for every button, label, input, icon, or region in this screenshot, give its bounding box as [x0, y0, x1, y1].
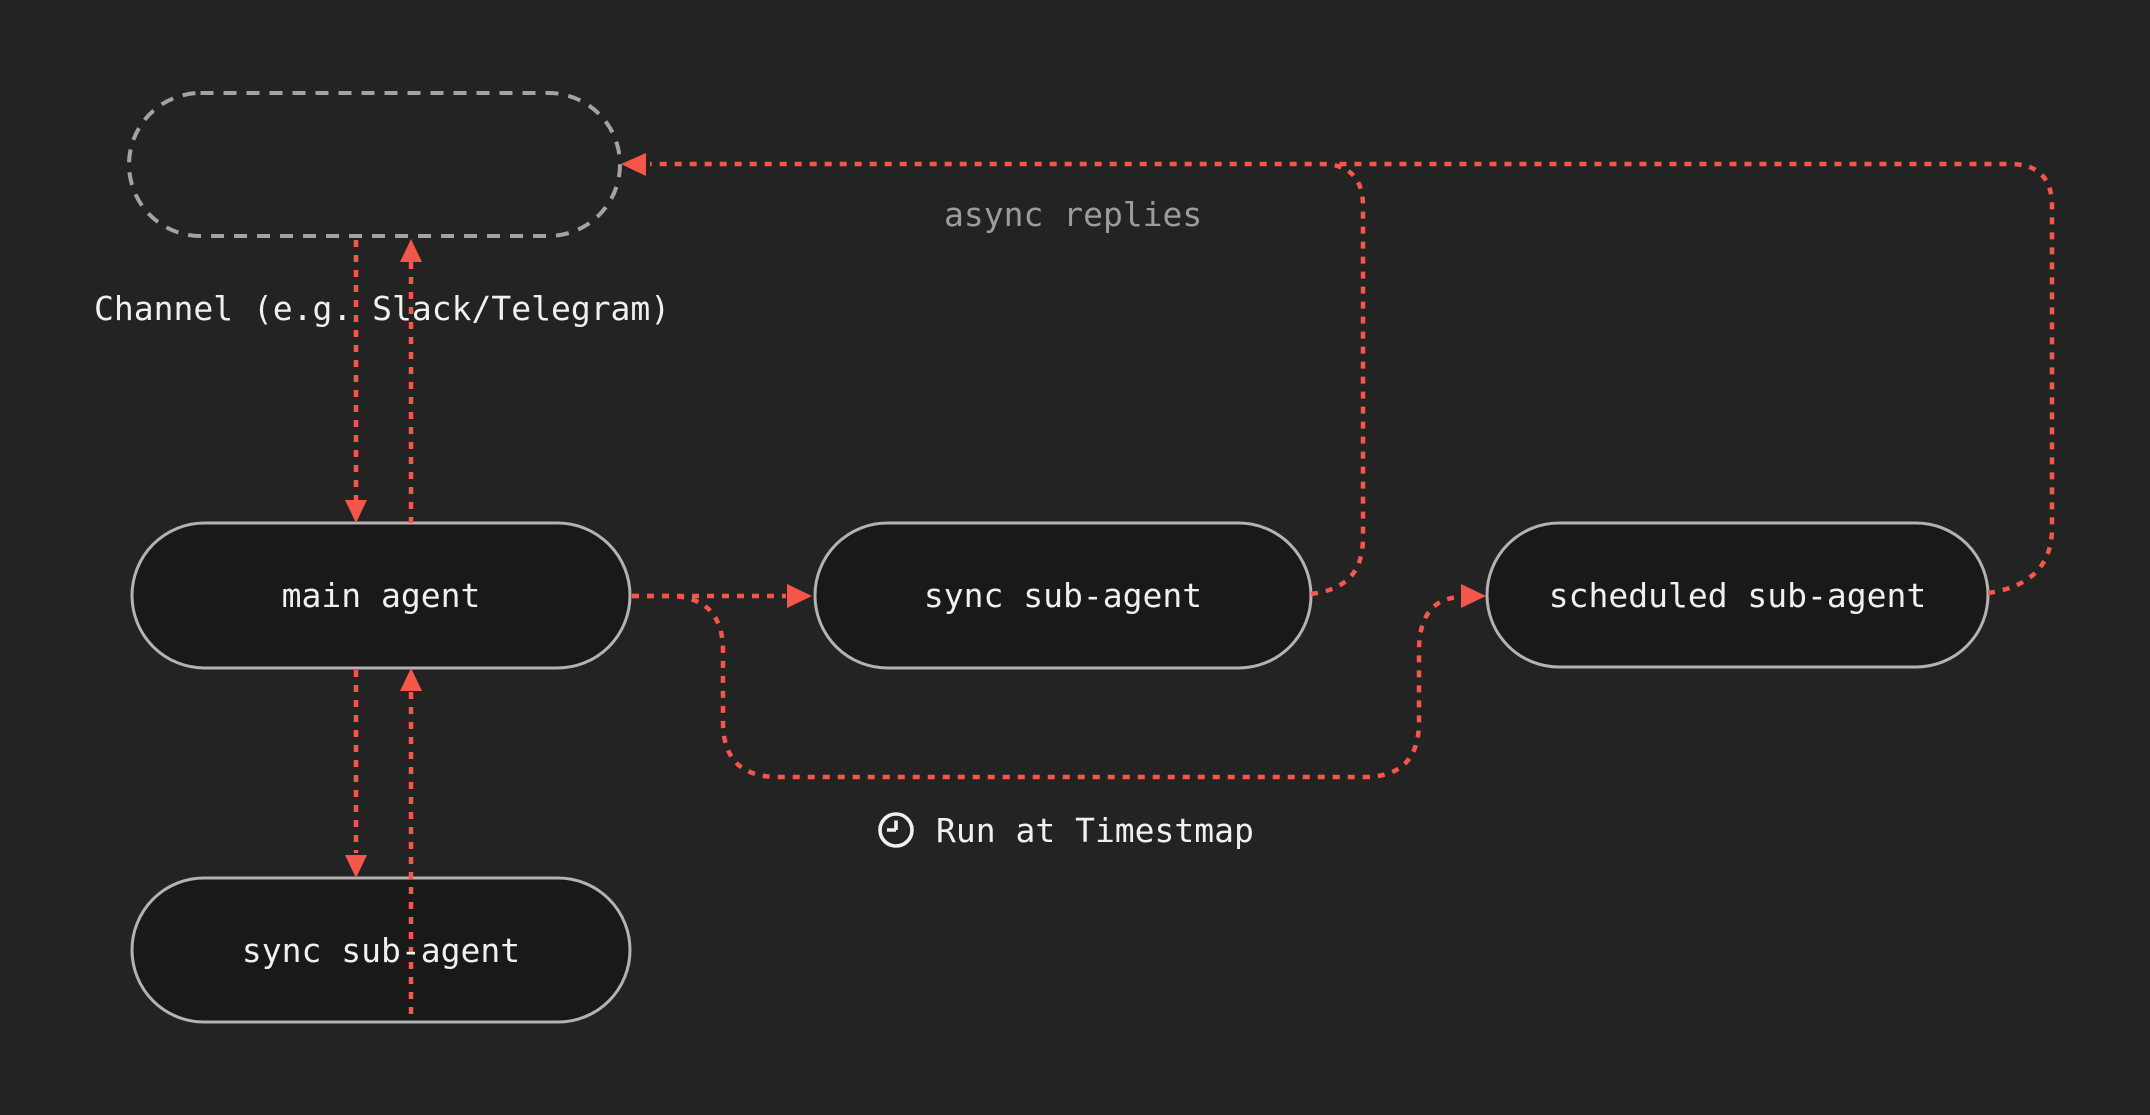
- node-channel: [127, 91, 622, 238]
- node-sync-sub-agent: [813, 521, 1313, 670]
- channel-caption: Channel (e.g. Slack/Telegram): [94, 289, 671, 328]
- node-sync-sub-agent-bottom: [130, 876, 632, 1024]
- edge-sync-sub-agent-to-channel-async: [650, 161, 1366, 597]
- run-at-timestamp-text: Run at Timestmap: [936, 810, 1254, 850]
- node-label-sync-sub-agent: sync sub-agent: [923, 576, 1203, 615]
- edge-scheduled-sub-agent-to-channel-async: [1335, 161, 2055, 596]
- edge-main-agent-to-scheduled-sub-agent: [632, 593, 1461, 780]
- node-label-sync-sub-agent-bottom: sync sub-agent: [241, 930, 521, 970]
- arrowhead-into-main-agent-bottom: [400, 668, 422, 691]
- async-replies-label: async replies: [944, 195, 1203, 234]
- arrowhead-into-main-agent-top: [345, 500, 367, 523]
- arrowhead-into-channel-bottom: [400, 239, 422, 262]
- clock-icon: [878, 812, 914, 848]
- node-label-scheduled-sub-agent: scheduled sub-agent: [1548, 575, 1927, 615]
- node-scheduled-sub-agent: [1485, 521, 1990, 669]
- arrowhead-into-sync-sub-agent-left: [787, 584, 812, 608]
- arrowhead-into-scheduled-sub-agent-left: [1461, 584, 1486, 608]
- node-label-main-agent: main agent: [281, 576, 481, 615]
- arrowhead-into-sync-sub-agent-bottom-top: [345, 855, 367, 878]
- run-at-timestamp-label-group: Run at Timestmap: [876, 810, 1254, 850]
- node-main-agent: [130, 521, 632, 670]
- arrowhead-into-channel-right: [621, 153, 646, 176]
